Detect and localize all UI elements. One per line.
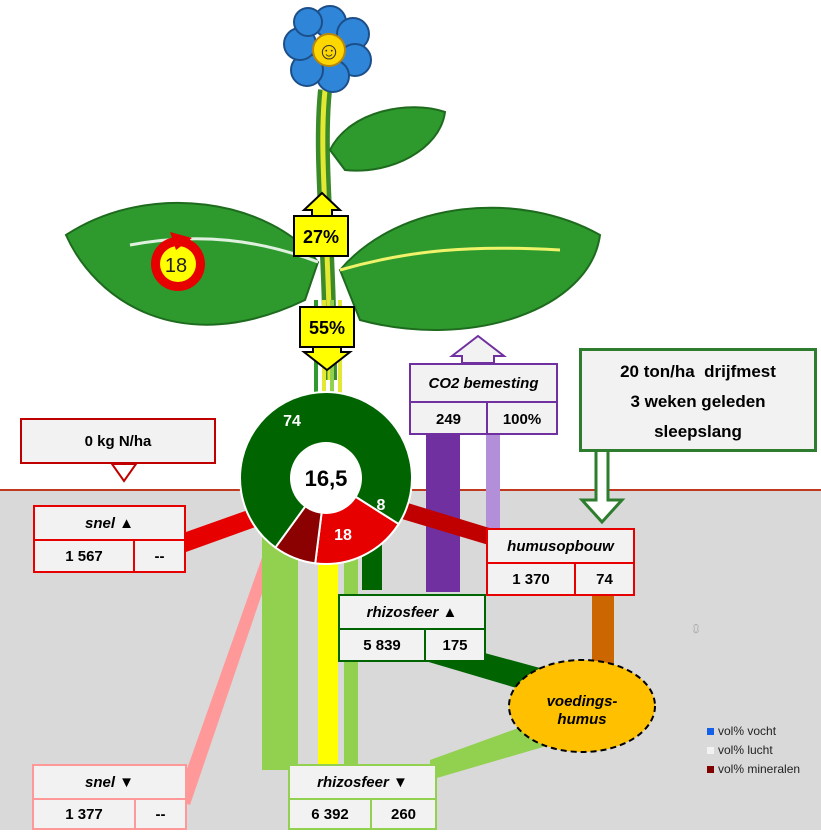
donut-chart: 16,5 74 18 8 (239, 391, 413, 565)
legend-swatch-vocht (707, 727, 714, 735)
humusopbouw-value: 1 370 (488, 564, 576, 594)
up-arrow-label: 27% (303, 227, 339, 247)
top-leaf (328, 106, 447, 172)
snel-up-flow (186, 510, 258, 552)
snel-down-title: snel ▼ (34, 766, 185, 800)
smiley-icon: ☺ (317, 38, 342, 65)
legend-label-vocht: vol% vocht (718, 724, 777, 738)
leaf-badge: 18 (151, 232, 205, 291)
leaf-badge-value: 18 (165, 255, 187, 277)
legend-label-mineralen: vol% mineralen (718, 762, 801, 776)
manure-line2: 3 weken geleden (630, 392, 766, 411)
up-arrow-27: 27% (293, 191, 349, 257)
flower: ☺ (283, 5, 372, 93)
legend-item-mineralen: vol% mineralen (707, 762, 800, 776)
lightgreen-down-flow (262, 520, 298, 770)
snel-down-extra: -- (155, 805, 166, 823)
donut-center-value: 16,5 (305, 466, 348, 491)
snel-down-box: snel ▼ 1 377 -- (32, 764, 187, 830)
yellow-down-flow (318, 540, 338, 770)
manure-line1: 20 ton/ha drijfmest (620, 362, 776, 381)
humus-red-flow (392, 500, 496, 546)
orange-humus-flow (592, 596, 614, 666)
right-leaf-vein (339, 246, 561, 272)
legend-swatch-lucht (707, 746, 714, 754)
rhizosfeer-down-title: rhizosfeer ▼ (290, 766, 435, 800)
snel-down-value: 1 377 (34, 800, 136, 828)
legend-label-lucht: vol% lucht (718, 743, 773, 757)
snel-up-box: snel ▲ 1 567 -- (33, 505, 186, 573)
n-input-arrow (110, 463, 138, 483)
legend-swatch-mineralen (707, 765, 714, 773)
co2-percent: 100% (502, 410, 542, 428)
co2-flow (426, 334, 507, 592)
snel-up-extra: -- (154, 547, 165, 565)
humusopbouw-box: humusopbouw 1 370 74 (486, 528, 635, 596)
donut-label-18: 18 (334, 527, 352, 544)
flower-center (312, 33, 346, 67)
donut-label-74: 74 (283, 413, 301, 430)
rotate-arrow-icon (170, 232, 192, 250)
stray-value: 0 (693, 622, 700, 636)
down-arrow-55: 55% (299, 306, 355, 372)
down-arrow-label: 55% (309, 318, 345, 338)
rhizosfeer-down-value: 6 392 (290, 800, 372, 828)
manure-box: 20 ton/ha drijfmest 3 weken geleden slee… (579, 348, 817, 452)
snel-down-flow (176, 535, 282, 805)
legend-item-lucht: vol% lucht (707, 743, 773, 757)
n-input-label: 0 kg N/ha (84, 432, 152, 450)
rhizosfeer-up-extra: 175 (442, 636, 468, 654)
co2-title: CO2 bemesting (411, 365, 556, 403)
rhizosfeer-down-extra: 260 (390, 805, 417, 823)
donut-center (290, 442, 362, 514)
manure-down-arrow (578, 448, 626, 525)
legend-item-vocht: vol% vocht (707, 724, 776, 738)
co2-value: 249 (411, 403, 488, 435)
donut-label-8: 8 (377, 497, 386, 514)
co2-box: CO2 bemesting 249 100% (409, 363, 558, 435)
voedingshumus-line1: voedings- (547, 693, 618, 710)
humusopbouw-extra: 74 (596, 570, 613, 588)
voedingshumus-ellipse: voedings- humus (508, 659, 656, 753)
rhizosfeer-up-title: rhizosfeer ▲ (340, 596, 484, 630)
snel-up-value: 1 567 (35, 541, 135, 571)
voedingshumus-line2: humus (557, 711, 606, 728)
humusopbouw-title: humusopbouw (488, 530, 633, 564)
rhizosfeer-down-box: rhizosfeer ▼ 6 392 260 (288, 764, 437, 830)
n-input-box: 0 kg N/ha (20, 418, 216, 464)
manure-line3: sleepslang (654, 422, 742, 441)
right-leaf (338, 206, 602, 332)
snel-up-title: snel ▲ (35, 507, 184, 541)
rhizosfeer-up-value: 5 839 (340, 630, 426, 660)
rhizosfeer-up-box: rhizosfeer ▲ 5 839 175 (338, 594, 486, 662)
